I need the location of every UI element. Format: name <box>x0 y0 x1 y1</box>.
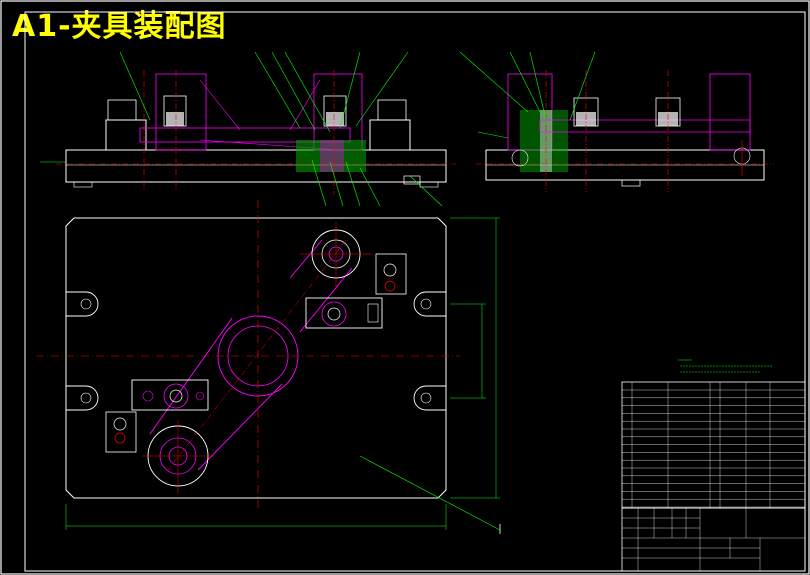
drawing-title: A1-夹具装配图 <box>12 9 227 44</box>
technical-notes <box>678 359 772 373</box>
parts-list-table <box>621 381 806 509</box>
title-block <box>621 507 806 572</box>
inner-border <box>24 11 806 572</box>
plan-view <box>36 200 501 534</box>
front-view <box>40 51 456 207</box>
side-view <box>459 51 774 192</box>
